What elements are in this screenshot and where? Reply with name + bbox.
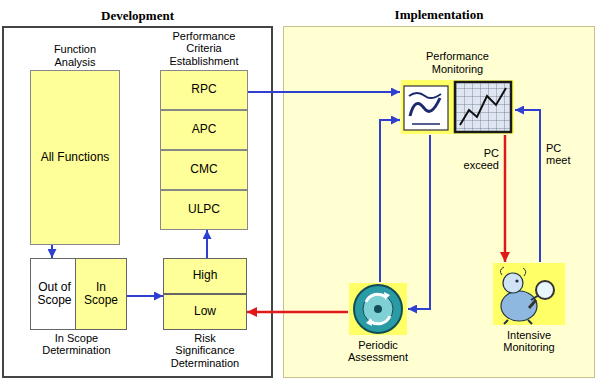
monitoring-icon	[401, 80, 514, 134]
process-box: Function AnalysisAll Functions	[30, 70, 120, 245]
box-label: Out of Scope	[31, 281, 78, 308]
activity-icon-node: Intensive Monitoring	[492, 262, 566, 326]
box-label: All Functions	[39, 151, 112, 164]
flow-arrow	[247, 311, 348, 314]
node-heading: Performance Monitoring	[412, 50, 504, 75]
box-label: High	[191, 269, 220, 282]
box-label: In Scope	[76, 281, 126, 308]
box-label: RPC	[189, 83, 218, 96]
node-heading: Function Analysis	[40, 43, 110, 68]
scope-group: Out of ScopeIn ScopeIn Scope Determinati…	[30, 258, 123, 330]
node-heading: Implementation	[395, 8, 484, 23]
flow-arrow	[127, 295, 163, 297]
phase-panel: Function AnalysisAll FunctionsRPCAPCCMCU…	[2, 26, 273, 378]
risk-box: High	[163, 258, 247, 294]
criteria-group: RPCAPCCMCULPCPerformance Criteria Establ…	[160, 70, 248, 230]
box-label: CMC	[188, 163, 219, 176]
risk-group: HighLowRisk Significance Determination	[163, 258, 247, 330]
activity-icon-node: Performance Monitoring	[400, 78, 515, 135]
node-heading: Performance Criteria Establishment	[158, 30, 250, 67]
node-heading: Intensive Monitoring	[489, 329, 569, 354]
edge-label: PC exceed	[457, 147, 499, 172]
scope-box: Out of Scope	[30, 258, 79, 330]
recycle-icon	[349, 283, 407, 335]
criteria-box: ULPC	[160, 190, 248, 230]
box-label: Low	[192, 305, 218, 318]
scope-box: In Scope	[75, 258, 127, 330]
inspector-icon	[493, 263, 565, 325]
criteria-box: APC	[160, 110, 248, 150]
flow-arrow	[408, 135, 430, 309]
flow-arrow	[248, 91, 400, 93]
flow-arrow	[504, 135, 507, 262]
criteria-box: CMC	[160, 150, 248, 190]
box-label: APC	[190, 123, 219, 136]
flow-arrow	[51, 245, 53, 258]
node-heading: Periodic Assessment	[338, 339, 418, 364]
box-label: ULPC	[186, 203, 222, 216]
phase-panel: Performance MonitoringPeriodic Assessmen…	[283, 26, 595, 378]
activity-icon-node: Periodic Assessment	[348, 282, 408, 336]
edge-label: PC meet	[546, 142, 588, 167]
risk-box: Low	[163, 294, 247, 330]
node-heading: Risk Significance Determination	[165, 332, 245, 369]
node-heading: In Scope Determination	[35, 332, 119, 357]
flow-arrow	[515, 110, 540, 262]
flow-arrow	[206, 230, 208, 258]
flow-arrow	[380, 120, 400, 282]
node-heading: Development	[101, 9, 174, 24]
criteria-box: RPC	[160, 70, 248, 110]
